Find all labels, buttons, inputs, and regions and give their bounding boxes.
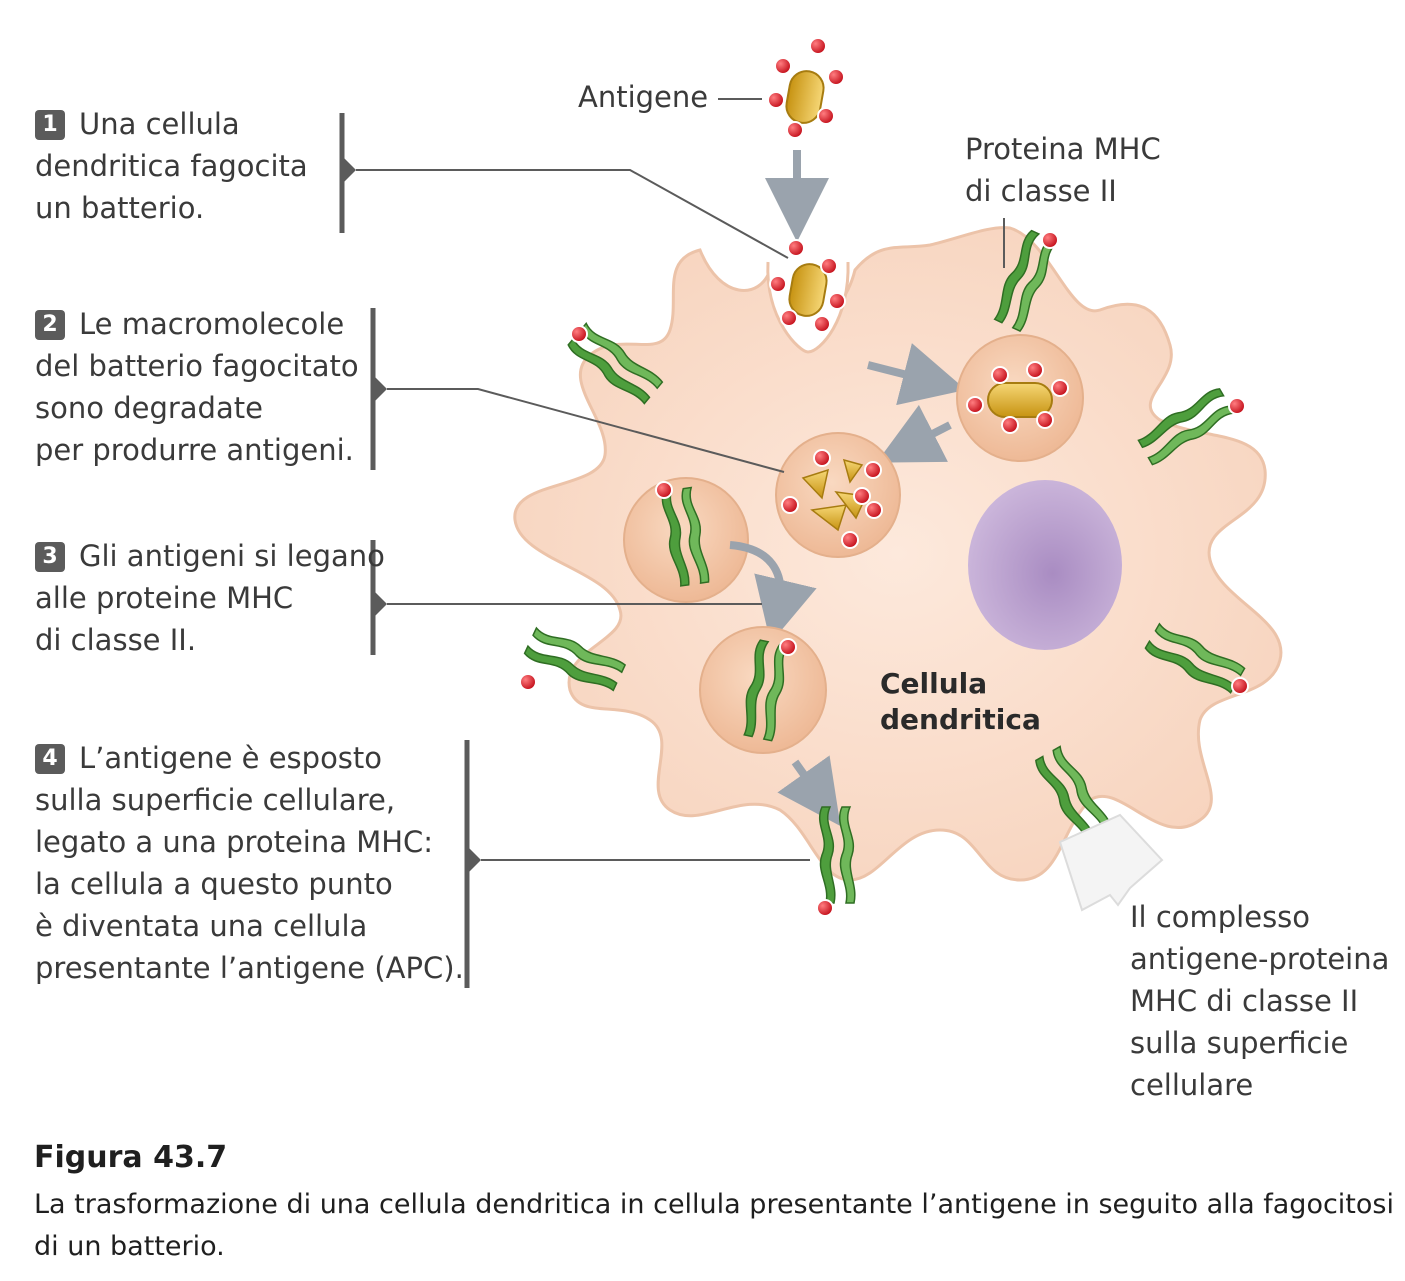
mhc-label-line: di classe II: [965, 174, 1117, 208]
antigen-red-particle: [816, 899, 834, 917]
antigen-red-particle: [769, 275, 787, 293]
mhc-vesicle: [623, 477, 749, 603]
bracket-step-2: [370, 308, 785, 473]
step-3-line: Gli antigeni si legano: [79, 539, 385, 573]
antigen-red-particle: [655, 481, 673, 499]
nucleus: [968, 480, 1122, 650]
step-2-line: del batterio fagocitato: [35, 349, 359, 383]
step-1-badge: 1: [35, 110, 65, 140]
antigen-red-particle: [817, 107, 835, 125]
cell-label-line: dendritica: [880, 703, 1041, 736]
step-3-line: di classe II.: [35, 623, 197, 657]
complex-label-line: Il complesso: [1130, 900, 1311, 934]
antigen-red-particle: [820, 257, 838, 275]
mhc-class-ii-label: Proteina MHC di classe II: [965, 128, 1161, 212]
antigen-red-particle: [786, 121, 804, 139]
bracket-step-1: [339, 113, 789, 259]
step-2-line: Le macromolecole: [79, 307, 345, 341]
step-2-line: per produrre antigeni.: [35, 433, 354, 467]
complex-label-line: sulla superficie: [1130, 1026, 1349, 1060]
antigen-fragment: [842, 458, 864, 484]
step-1-text: 1 Una cellula dendritica fagocita un batt…: [35, 103, 308, 229]
step-4-line: la cellula a questo punto: [35, 867, 393, 901]
step-1-line: un batterio.: [35, 191, 205, 225]
antigen-red-particle: [779, 638, 797, 656]
arrow-mhc-to-complex: [729, 541, 817, 644]
antigen-red-particle: [827, 68, 845, 86]
step-4-line: sulla superficie cellulare,: [35, 783, 396, 817]
complex-vesicle: [699, 626, 827, 754]
complex-label-line: antigene-proteina: [1130, 942, 1390, 976]
antigen-red-particle: [1041, 231, 1059, 249]
antigen-red-particle: [809, 37, 827, 55]
antigen-red-particle: [774, 57, 792, 75]
figure-title: Figura 43.7: [34, 1140, 228, 1175]
complex-label: Il complesso antigene-proteina MHC di cl…: [1130, 896, 1389, 1106]
step-3-line: alle proteine MHC: [35, 581, 294, 615]
step-1-line: Una cellula: [79, 107, 240, 141]
antigen-red-particle: [966, 396, 984, 414]
antigen-red-particle: [781, 496, 799, 514]
arrow-to-surface: [777, 755, 841, 827]
cell-label: Cellula dendritica: [880, 666, 1041, 738]
figure-caption: La trasformazione di una cellula dendrit…: [34, 1189, 1394, 1262]
antigen-red-particle: [841, 531, 859, 549]
antigen-red-particle: [1228, 397, 1246, 415]
mhc-label-line: Proteina MHC: [965, 132, 1161, 166]
complex-label-line: cellulare: [1130, 1068, 1254, 1102]
antigen-red-particle: [1036, 411, 1054, 429]
step-4-line: L’antigene è esposto: [79, 741, 383, 775]
step-2-line: sono degradate: [35, 391, 263, 425]
bracket-step-4: [464, 740, 810, 988]
antigen-red-particle: [865, 501, 883, 519]
antigen-red-particle: [813, 315, 831, 333]
phagosome-bacterium: [987, 382, 1053, 418]
step-4-text: 4 L’antigene è esposto sulla superficie c…: [35, 737, 464, 989]
arrow-to-phagosome: [867, 343, 967, 406]
step-4-badge: 4: [35, 744, 65, 774]
antigen-red-particle: [780, 309, 798, 327]
bracket-step-3: [370, 540, 762, 655]
antigen-red-particle: [787, 239, 805, 257]
step-1-line: dendritica fagocita: [35, 149, 308, 183]
antigen-red-particle: [519, 673, 537, 691]
antigen-red-particle: [1026, 361, 1044, 379]
antigen-red-particle: [1001, 416, 1019, 434]
step-3-badge: 3: [35, 542, 65, 572]
complex-callout: [1058, 813, 1164, 912]
step-2-text: 2 Le macromolecole del batterio fagocitat…: [35, 303, 359, 471]
antigen-red-particle: [813, 449, 831, 467]
antigen-red-particle: [853, 487, 871, 505]
engulfed-bacterium: [788, 263, 828, 317]
step-4-line: è diventata una cellula: [35, 909, 368, 943]
antigen-red-particle: [991, 366, 1009, 384]
complex-label-line: MHC di classe II: [1130, 984, 1359, 1018]
step-2-badge: 2: [35, 310, 65, 340]
step-3-text: 3 Gli antigeni si legano alle proteine MH…: [35, 535, 385, 661]
step-4-line: presentante l’antigene (APC).: [35, 951, 464, 985]
step-4-line: legato a una proteina MHC:: [35, 825, 434, 859]
arrow-to-degradation: [876, 404, 952, 463]
antigen-label: Antigene: [578, 80, 709, 114]
antigen-red-particle: [1051, 379, 1069, 397]
antigen-red-particle: [767, 91, 785, 109]
antigen-red-particle: [864, 461, 882, 479]
cell-label-line: Cellula: [880, 667, 988, 700]
antigen-red-particle: [1231, 677, 1249, 695]
antigen-red-particle: [828, 292, 846, 310]
antigen-red-particle: [570, 325, 588, 343]
antigen-fragment: [810, 504, 848, 532]
antigen-fragment: [801, 468, 830, 500]
antigen-bacterium-top: [785, 70, 825, 124]
